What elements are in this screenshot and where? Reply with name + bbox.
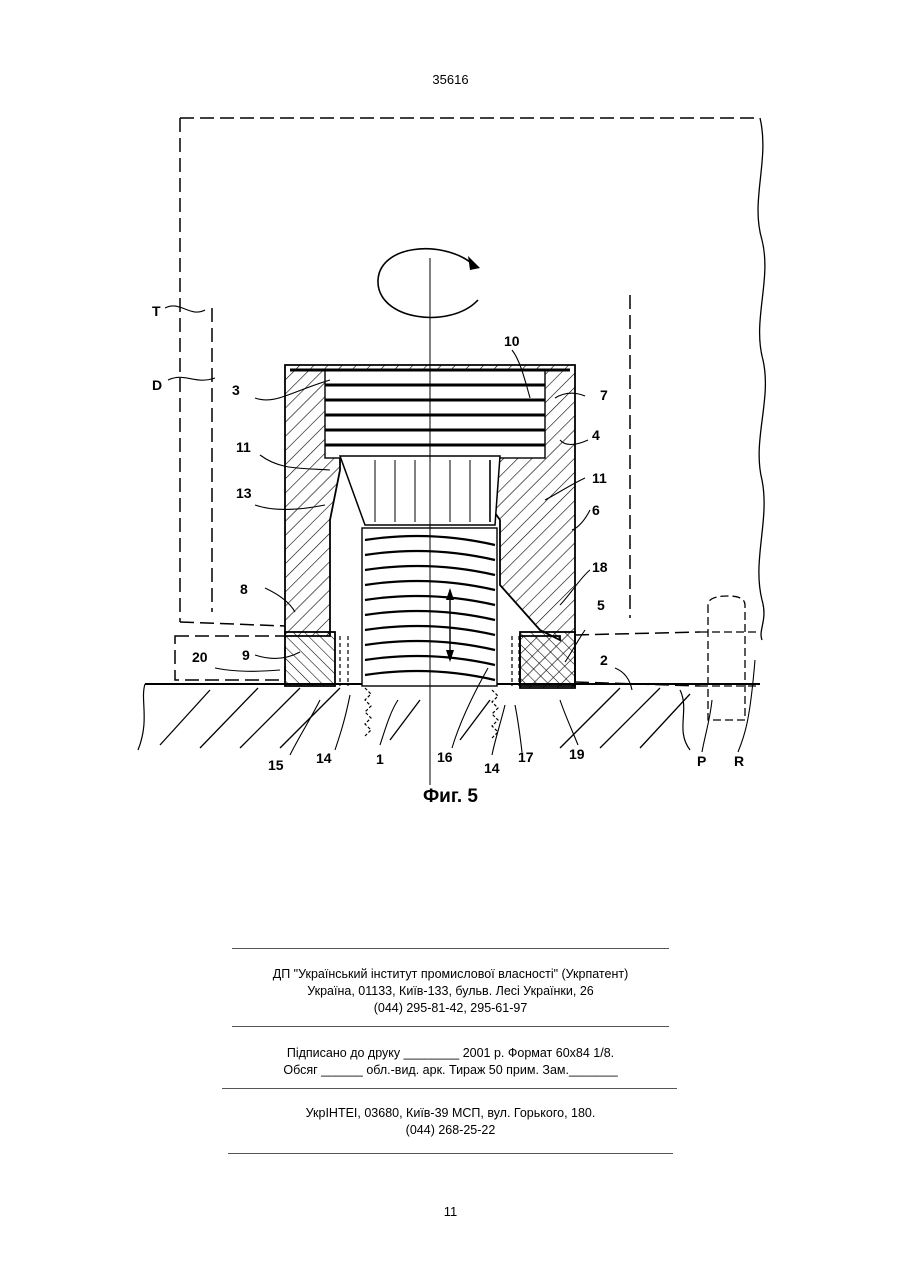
label-20: 20	[192, 649, 208, 665]
label-2: 2	[600, 652, 608, 668]
label-18: 18	[592, 559, 608, 575]
inner-head	[340, 456, 500, 525]
label-7: 7	[600, 387, 608, 403]
figure-caption: Фиг. 5	[0, 786, 901, 808]
label-10: 10	[504, 333, 520, 349]
printer-address: УкрІНТЕІ, 03680, Київ-39 МСП, вул. Горьк…	[0, 1105, 901, 1122]
label-13: 13	[236, 485, 252, 501]
label-R: R	[734, 753, 744, 769]
divider	[232, 948, 669, 949]
print-info-block: Підписано до друку ________ 2001 р. Форм…	[0, 1045, 901, 1079]
rotation-arrow	[378, 249, 478, 318]
label-6: 6	[592, 502, 600, 518]
print-volume: Обсяг ______ обл.-вид. арк. Тираж 50 при…	[0, 1062, 901, 1079]
divider	[222, 1088, 677, 1089]
label-9: 9	[242, 647, 250, 663]
label-4: 4	[592, 427, 600, 443]
print-signed: Підписано до друку ________ 2001 р. Форм…	[0, 1045, 901, 1062]
page-number: 11	[0, 1204, 901, 1219]
label-T: T	[152, 303, 161, 319]
publisher-block: ДП "Український інститут промислової вла…	[0, 966, 901, 1017]
divider	[228, 1153, 673, 1154]
ground-hatch	[160, 688, 690, 748]
publisher-phone: (044) 295-81-42, 295-61-97	[0, 1000, 901, 1017]
publisher-name: ДП "Український інститут промислової вла…	[0, 966, 901, 983]
label-11-right: 11	[592, 470, 607, 486]
label-11-left: 11	[236, 439, 251, 455]
label-16: 16	[437, 749, 453, 765]
divider	[232, 1026, 669, 1027]
label-14-right: 14	[484, 760, 500, 776]
label-3: 3	[232, 382, 240, 398]
label-D: D	[152, 377, 162, 393]
label-15: 15	[268, 757, 284, 773]
label-1: 1	[376, 751, 384, 767]
printer-phone: (044) 268-25-22	[0, 1122, 901, 1139]
housing-right-edge	[758, 118, 765, 640]
label-14-left: 14	[316, 750, 332, 766]
printer-block: УкрІНТЕІ, 03680, Київ-39 МСП, вул. Горьк…	[0, 1105, 901, 1139]
label-19: 19	[569, 746, 585, 762]
technical-drawing: T D 3 10 7 4 11 11 13 6 18 8 5 9 20 2 15…	[0, 0, 901, 800]
label-5: 5	[597, 597, 605, 613]
label-8: 8	[240, 581, 248, 597]
label-17: 17	[518, 749, 534, 765]
publisher-address: Україна, 01133, Київ-133, бульв. Лесі Ук…	[0, 983, 901, 1000]
label-P: P	[697, 753, 706, 769]
